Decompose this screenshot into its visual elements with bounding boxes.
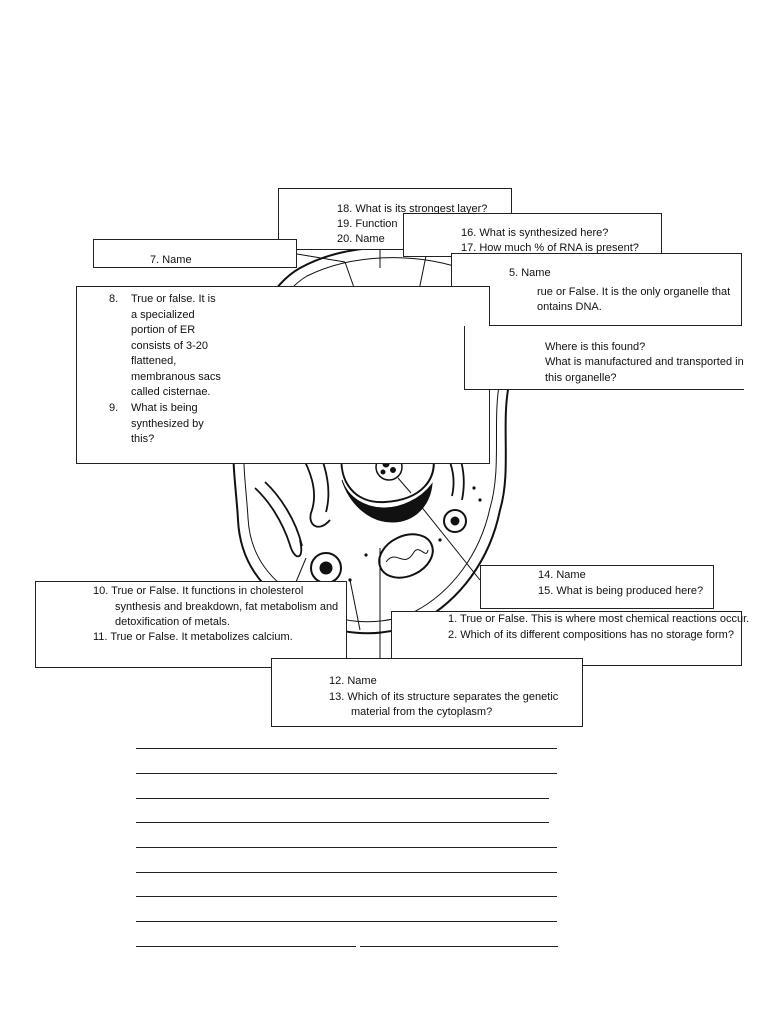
question-2: 2. Which of its different compositions h…	[448, 629, 734, 641]
answer-line[interactable]	[136, 872, 557, 873]
question-7: 7. Name	[150, 254, 192, 266]
answer-line[interactable]	[136, 847, 557, 848]
question-16: 16. What is synthesized here?	[461, 227, 609, 239]
question-13-line-1: 13. Which of its structure separates the…	[329, 691, 559, 703]
question-8-line-3: portion of ER	[131, 324, 196, 336]
question-19: 19. Function	[337, 218, 398, 230]
question-8-line-7: called cisternae.	[131, 386, 211, 398]
question-6-line-3: this organelle?	[545, 372, 617, 384]
question-15: 15. What is being produced here?	[538, 585, 704, 597]
label-box-7: 7. Name	[93, 239, 297, 268]
question-9-line-2: synthesized by	[131, 418, 204, 430]
question-12: 12. Name	[329, 675, 377, 687]
label-box-12-13: 12. Name 13. Which of its structure sepa…	[271, 658, 583, 727]
label-box-8-9: 8. True or false. It is a specialized po…	[76, 286, 490, 464]
question-20: 20. Name	[337, 233, 385, 245]
label-box-6: Where is this found? What is manufacture…	[464, 326, 744, 390]
answer-line[interactable]	[136, 773, 557, 774]
label-box-16-17: 16. What is synthesized here? 17. How mu…	[403, 213, 662, 257]
question-1: 1. True or False. This is where most che…	[448, 613, 750, 625]
question-8-line-2: a specialized	[131, 309, 195, 321]
question-5-line-3: ontains DNA.	[537, 301, 602, 313]
label-box-5: 5. Name rue or False. It is the only org…	[451, 253, 742, 326]
question-9-number: 9.	[109, 402, 119, 414]
answer-line[interactable]	[136, 896, 557, 897]
question-10-line-2: synthesis and breakdown, fat metabolism …	[115, 601, 339, 613]
question-5-line-2: rue or False. It is the only organelle t…	[537, 286, 731, 298]
question-8-line-5: flattened,	[131, 355, 177, 367]
answer-line[interactable]	[136, 946, 356, 947]
label-box-14-15: 14. Name 15. What is being produced here…	[480, 565, 714, 609]
question-10-line-1: 10. True or False. It functions in chole…	[93, 585, 304, 597]
label-box-10-11: 10. True or False. It functions in chole…	[35, 581, 347, 668]
question-18: 18. What is its strongest layer?	[337, 203, 488, 215]
question-10-line-3: detoxification of metals.	[115, 616, 230, 628]
answer-line[interactable]	[136, 921, 557, 922]
question-17: 17. How much % of RNA is present?	[461, 242, 639, 254]
answer-line[interactable]	[360, 946, 558, 947]
question-6-line-1: Where is this found?	[545, 341, 646, 353]
answer-line[interactable]	[136, 798, 549, 799]
question-8-line-6: membranous sacs	[131, 371, 221, 383]
question-8-line-1: True or false. It is	[131, 293, 216, 305]
label-box-1-2: 1. True or False. This is where most che…	[391, 611, 749, 666]
question-5: 5. Name	[509, 267, 551, 279]
question-6-line-2: What is manufactured and transported in	[545, 356, 744, 368]
answer-line[interactable]	[136, 748, 557, 749]
answer-line[interactable]	[136, 822, 549, 823]
question-11: 11. True or False. It metabolizes calciu…	[93, 631, 293, 643]
question-8-number: 8.	[109, 293, 119, 305]
question-8-line-4: consists of 3-20	[131, 340, 209, 352]
question-14: 14. Name	[538, 569, 586, 581]
question-13-line-2: material from the cytoplasm?	[351, 706, 493, 718]
question-9-line-3: this?	[131, 433, 155, 445]
question-9-line-1: What is being	[131, 402, 198, 414]
